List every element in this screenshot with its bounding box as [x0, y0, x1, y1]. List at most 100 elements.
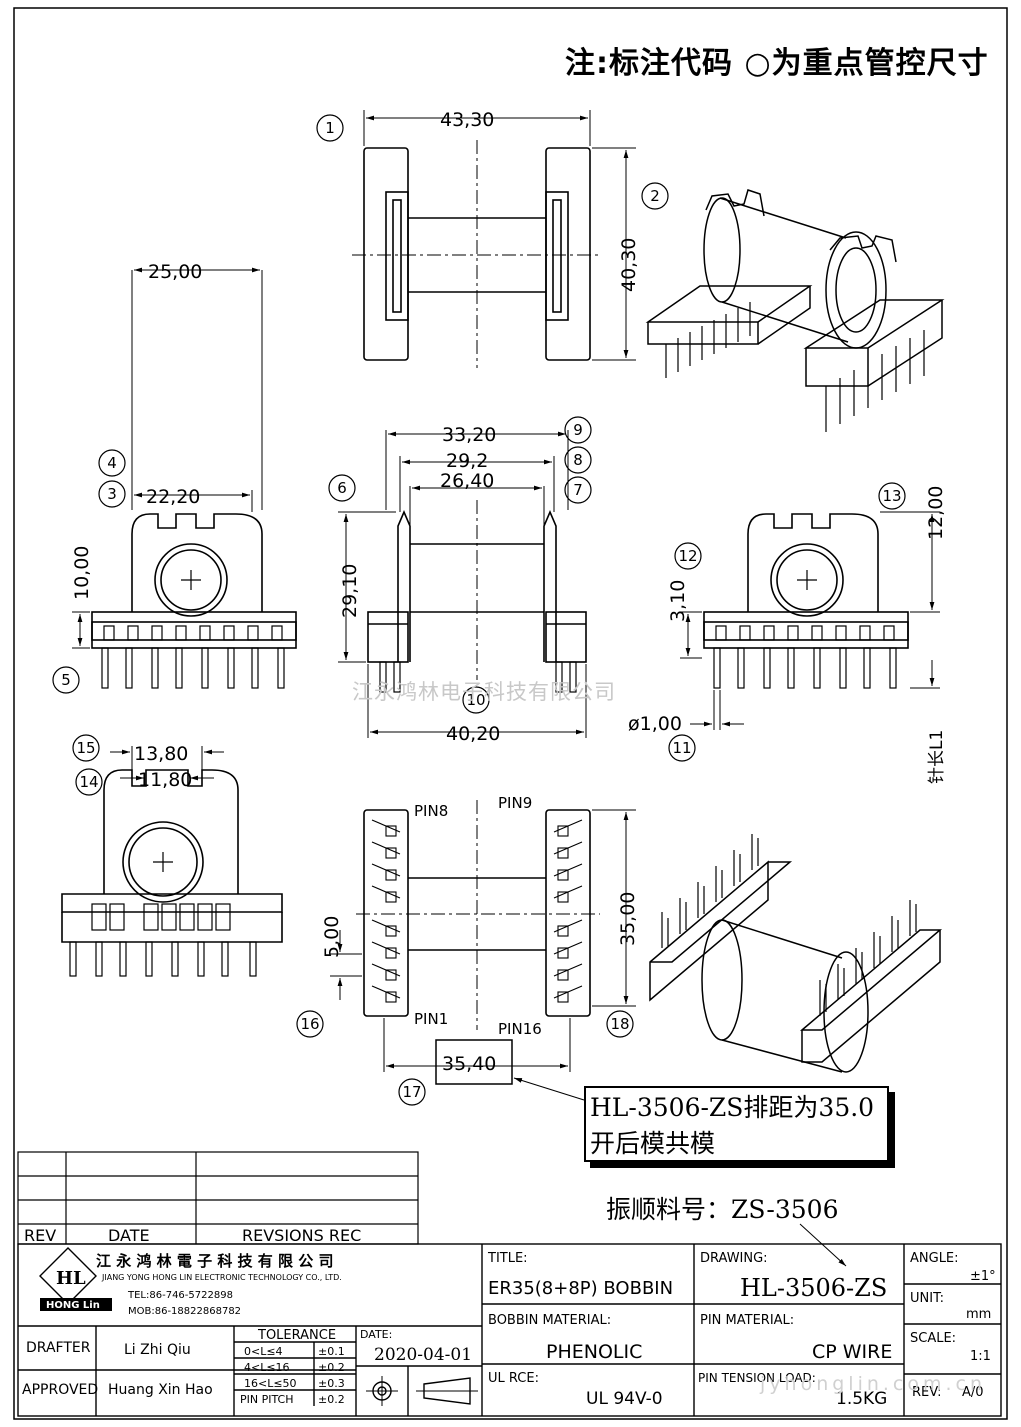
tol-value-2: ±0.2 — [318, 1361, 345, 1374]
date-header: DATE — [108, 1226, 150, 1245]
unit-value: mm — [966, 1307, 991, 1322]
svg-text:HL: HL — [56, 1268, 86, 1289]
svg-text:12: 12 — [678, 547, 697, 565]
callout-numbers: 1 2 3 4 5 6 7 8 9 10 11 12 13 14 15 16 1… — [61, 119, 901, 1101]
svg-text:4: 4 — [107, 454, 117, 472]
dim-43-30: 43,30 — [440, 109, 494, 131]
revision-block — [17, 1151, 419, 1245]
company-tel: TEL:86-746-5722898 — [127, 1290, 233, 1301]
pin-material-label: PIN MATERIAL: — [700, 1313, 794, 1328]
control-note: 注:标注代码 ○为重点管控尺寸 — [565, 46, 989, 81]
callout-circles — [52, 114, 906, 1106]
dim-40-30: 40,30 — [618, 238, 640, 292]
angle-label: ANGLE: — [910, 1251, 959, 1266]
svg-text:8: 8 — [573, 451, 583, 469]
svg-text:7: 7 — [573, 481, 583, 499]
drafter-label: DRAFTER — [26, 1340, 91, 1356]
dim-5-00: 5,00 — [321, 916, 343, 958]
unit-label: UNIT: — [910, 1291, 944, 1306]
sheet-frame — [13, 7, 1008, 1420]
svg-text:17: 17 — [402, 1083, 421, 1101]
callout-line-2: 开后模共模 — [590, 1129, 716, 1158]
svg-text:9: 9 — [573, 421, 583, 439]
front-view-right — [680, 511, 940, 730]
tension-value: 1.5KG — [836, 1389, 887, 1409]
tol-value-1: ±0.1 — [318, 1345, 345, 1358]
bobbin-material-value: PHENOLIC — [546, 1341, 642, 1363]
drawing-value: HL-3506-ZS — [740, 1274, 887, 1302]
svg-text:18: 18 — [610, 1015, 629, 1033]
pin9-label: PIN9 — [498, 794, 532, 812]
svg-text:6: 6 — [337, 479, 347, 497]
drafter-value: Li Zhi Qiu — [124, 1342, 191, 1358]
tol-range-3: 16<L≤50 — [244, 1377, 297, 1390]
tol-range-4: PIN PITCH — [240, 1393, 294, 1406]
ul-label: UL RCE: — [488, 1371, 539, 1386]
rev-label: REV: — [912, 1385, 941, 1400]
top-view — [352, 110, 636, 368]
dim-35-40: 35,40 — [442, 1053, 496, 1075]
dim-12-00: 12,00 — [925, 486, 947, 540]
revsions-header: REVSIONS REC — [242, 1226, 361, 1245]
dim-3-10: 3,10 — [667, 580, 689, 622]
part-leader — [799, 1223, 847, 1267]
tol-range-1: 0<L≤4 — [244, 1345, 283, 1358]
dim-35-00: 35,00 — [617, 892, 639, 946]
date-value: 2020-04-01 — [374, 1345, 472, 1365]
dim-pin-length: 针长L1 — [927, 730, 947, 784]
iso-view-bottom — [649, 834, 943, 1073]
svg-text:11: 11 — [672, 739, 691, 757]
svg-text:3: 3 — [107, 485, 117, 503]
bobbin-material-label: BOBBIN MATERIAL: — [488, 1313, 611, 1328]
dim-phi-1-00: ø1,00 — [628, 713, 682, 735]
svg-text:10: 10 — [466, 691, 485, 709]
ul-value: UL 94V-0 — [586, 1389, 663, 1409]
scale-value: 1:1 — [970, 1349, 991, 1364]
dim-40-20: 40,20 — [446, 723, 500, 745]
company-name-en: JIANG YONG HONG LIN ELECTRONIC TECHNOLOG… — [101, 1273, 342, 1282]
dim-29-2: 29,2 — [446, 450, 488, 472]
dim-29-10: 29,10 — [339, 564, 361, 618]
rev-header: REV — [24, 1226, 56, 1245]
tolerance-label: TOLERANCE — [257, 1328, 336, 1343]
company-mob: MOB:86-18822868782 — [128, 1306, 241, 1317]
date-label: DATE: — [360, 1328, 392, 1341]
pin-material-value: CP WIRE — [812, 1341, 892, 1363]
svg-text:1: 1 — [325, 119, 335, 137]
iso-view-top — [645, 189, 945, 432]
tol-range-2: 4<L≤16 — [244, 1361, 290, 1374]
side-view-center — [338, 430, 587, 738]
svg-text:14: 14 — [79, 773, 98, 791]
tol-value-3: ±0.3 — [318, 1377, 345, 1390]
part-number: 振顺料号：ZS-3506 — [606, 1195, 839, 1224]
callout-line-1: HL-3506-ZS排距为35.0 — [590, 1093, 875, 1122]
approved-label: APPROVED — [22, 1382, 98, 1398]
svg-text:5: 5 — [61, 671, 71, 689]
pin8-label: PIN8 — [414, 802, 448, 820]
front-view-left — [72, 267, 297, 689]
pin1-label: PIN1 — [414, 1010, 448, 1028]
dim-26-40: 26,40 — [440, 470, 494, 492]
dim-22-20: 22,20 — [146, 486, 200, 508]
svg-text:13: 13 — [882, 487, 901, 505]
tension-label: PIN TENSION LOAD: — [698, 1371, 816, 1385]
rev-value: A/0 — [962, 1385, 984, 1400]
watermark: 江永鸿林电子科技有限公司 — [352, 680, 616, 704]
dim-13-80: 13,80 — [134, 743, 188, 765]
bottom-view — [330, 800, 636, 1101]
scale-label: SCALE: — [910, 1331, 956, 1346]
svg-text:HONG Lin: HONG Lin — [46, 1300, 100, 1311]
approved-value: Huang Xin Hao — [108, 1382, 213, 1398]
svg-text:16: 16 — [300, 1015, 319, 1033]
title-block — [17, 1243, 1002, 1417]
dim-11-80: 11,80 — [138, 769, 192, 791]
title-label: TITLE: — [487, 1251, 528, 1266]
tol-value-4: ±0.2 — [318, 1393, 345, 1406]
front-view-lower — [61, 746, 283, 977]
dim-10-00: 10,00 — [71, 546, 93, 600]
drawing-label: DRAWING: — [700, 1251, 768, 1266]
company-logo: HL HONG Lin — [39, 1247, 112, 1311]
watermark-url: jyhonglin.com.cn — [760, 1373, 987, 1395]
svg-text:2: 2 — [650, 187, 660, 205]
callout-box: HL-3506-ZS排距为35.0 开后模共模 — [584, 1086, 889, 1162]
